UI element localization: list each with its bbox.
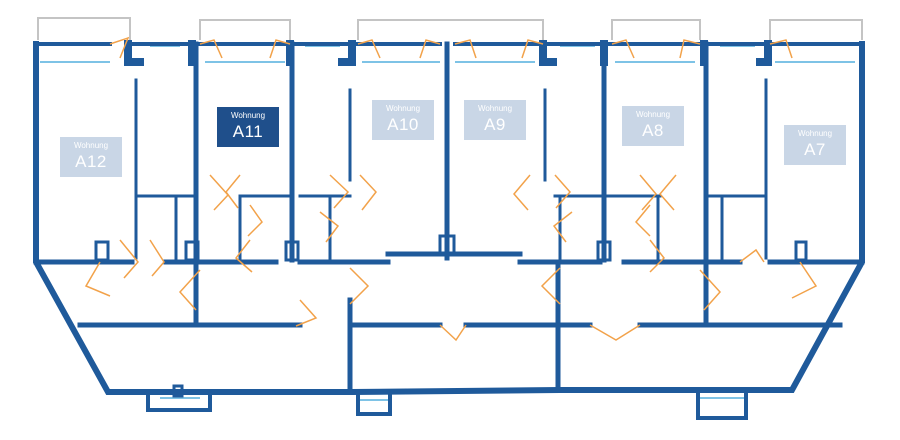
apartment-label-a9[interactable]: Wohnung A9 [464,100,526,140]
apartment-label-a7[interactable]: Wohnung A7 [784,125,846,165]
apartment-id: A8 [642,121,664,140]
apartment-prefix: Wohnung [73,141,109,150]
apartment-label-a12[interactable]: Wohnung A12 [60,137,122,177]
balconies [37,17,863,40]
apartment-id: A9 [484,115,506,134]
apartment-id: A12 [75,152,107,171]
windows [40,45,855,401]
doors [84,36,818,342]
apartment-prefix: Wohnung [477,104,513,113]
apartment-label-a11[interactable]: Wohnung A11 [217,107,279,147]
apartment-id: A7 [804,140,826,159]
walls [33,40,865,420]
apartment-prefix: Wohnung [385,104,421,113]
apartment-prefix: Wohnung [797,129,833,138]
apartment-label-a10[interactable]: Wohnung A10 [372,100,434,140]
apartment-id: A11 [232,122,264,141]
apartment-prefix: Wohnung [635,110,671,119]
apartment-id: A10 [387,115,419,134]
apartment-label-a8[interactable]: Wohnung A8 [622,106,684,146]
apartment-prefix: Wohnung [230,111,266,120]
